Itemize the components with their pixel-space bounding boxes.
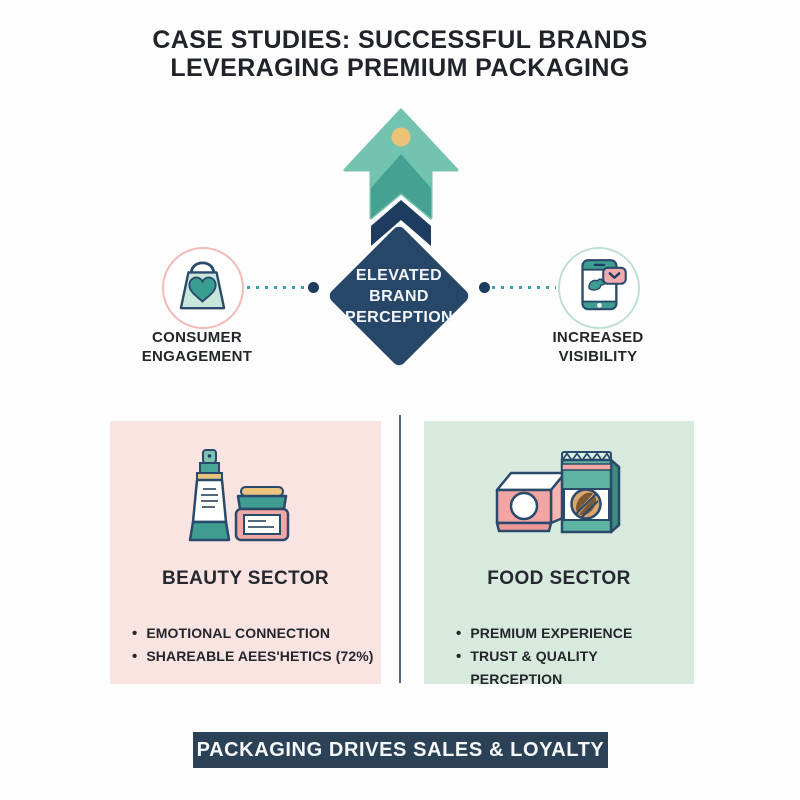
page-title-line1: CASE STUDIES: SUCCESSFUL BRANDS <box>152 26 648 54</box>
bullet-glyph: • <box>132 625 138 642</box>
bullet-item: • EMOTIONAL CONNECTION <box>132 622 375 645</box>
beauty-sector-title: BEAUTY SECTOR <box>161 568 330 589</box>
bullet-text: SHAREABLE AEES'HETICS (72%) <box>146 648 374 664</box>
visibility-label-line2: VISIBILITY <box>558 348 638 365</box>
cosmetics-bottle-jar-icon <box>188 449 289 542</box>
increased-visibility-circle <box>558 247 640 329</box>
beauty-sector-panel: BEAUTY SECTOR • EMOTIONAL CONNECTION • S… <box>110 421 381 684</box>
dotted-connector-right <box>492 286 556 289</box>
elevated-brand-diamond: ELEVATED BRAND PERCEPTION <box>326 223 472 369</box>
bullet-item: • TRUST & QUALITY PERCEPTION <box>456 645 688 691</box>
food-sector-title: FOOD SECTOR <box>487 568 631 589</box>
food-box-coffee-bag-icon <box>495 451 621 534</box>
consumer-label-line1: CONSUMER <box>152 329 242 346</box>
beauty-sector-bullets: • EMOTIONAL CONNECTION • SHAREABLE AEES'… <box>110 622 375 668</box>
consumer-engagement-label: CONSUMER ENGAGEMENT <box>117 328 277 366</box>
food-sector-panel: FOOD SECTOR • PREMIUM EXPERIENCE • TRUST… <box>424 421 694 687</box>
consumer-label-line2: ENGAGEMENT <box>141 348 253 365</box>
food-sector-bullets: • PREMIUM EXPERIENCE • TRUST & QUALITY P… <box>424 622 688 691</box>
bullet-glyph: • <box>456 648 462 665</box>
diamond-line3: PERCEPTION <box>345 308 454 326</box>
connector-dot-left <box>308 282 319 293</box>
connector-dot-right <box>479 282 490 293</box>
shopping-bag-heart-icon <box>179 261 226 310</box>
visibility-label-line1: INCREASED <box>552 329 644 346</box>
bullet-glyph: • <box>132 648 138 665</box>
bullet-text: TRUST & QUALITY PERCEPTION <box>470 648 598 687</box>
diamond-label: ELEVATED BRAND PERCEPTION <box>345 245 454 347</box>
footer-banner-text: PACKAGING DRIVES SALES & LOYALTY <box>196 738 605 761</box>
bullet-item: • PREMIUM EXPERIENCE <box>456 622 688 645</box>
bullet-text: PREMIUM EXPERIENCE <box>470 625 633 641</box>
smartphone-social-icon <box>581 259 627 311</box>
page-title: CASE STUDIES: SUCCESSFUL BRANDS LEVERAGI… <box>0 26 800 82</box>
increased-visibility-label: INCREASED VISIBILITY <box>518 328 678 366</box>
bullet-glyph: • <box>456 625 462 642</box>
panel-divider-line <box>399 415 401 683</box>
bullet-item: • SHAREABLE AEES'HETICS (72%) <box>132 645 375 668</box>
diamond-line1: ELEVATED <box>355 266 443 284</box>
page-title-line2: LEVERAGING PREMIUM PACKAGING <box>170 54 630 82</box>
bullet-text: EMOTIONAL CONNECTION <box>146 625 331 641</box>
upward-arrow-icon <box>343 108 459 246</box>
dotted-connector-left <box>247 286 307 289</box>
footer-banner: PACKAGING DRIVES SALES & LOYALTY <box>193 732 608 768</box>
diamond-line2: BRAND <box>369 287 429 305</box>
consumer-engagement-circle <box>162 247 244 329</box>
